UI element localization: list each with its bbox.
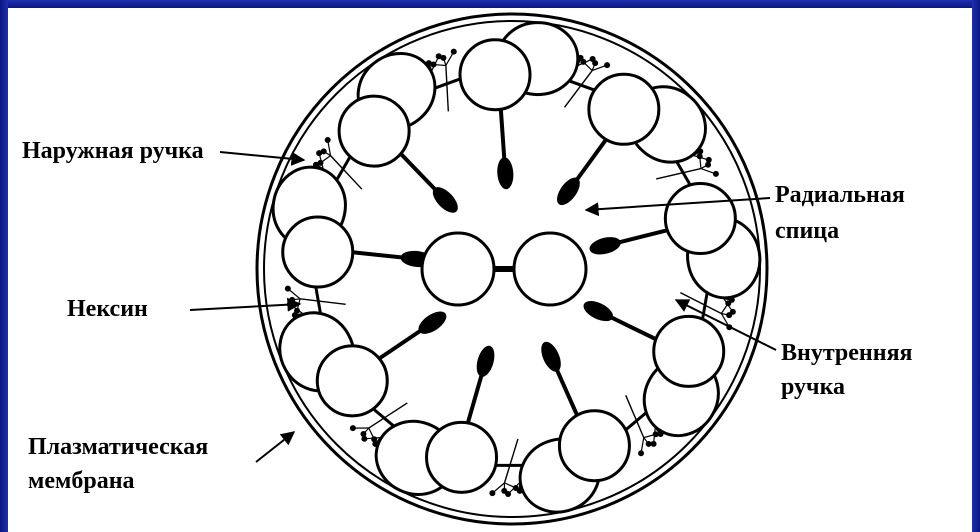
slide-frame-right [972,0,980,532]
label-radial-spoke-line1: Радиальная [775,180,905,210]
label-inner-arm-line1: Внутренняя [781,338,913,368]
central-microtubule-right [514,233,586,305]
dynein-arm-dot [638,450,644,456]
radial-spoke-head [588,234,623,257]
dynein-arm-dot [580,59,586,65]
doublet-a-tubule [654,316,724,386]
dynein-arm-dot [371,436,377,442]
dynein-arm-stalk [300,299,346,305]
radial-spoke-head [473,344,497,379]
label-nexin: Нексин [67,294,148,324]
dynein-arm-dot [436,53,442,59]
slide-panel: Наружная ручка Радиальная спица Нексин В… [8,8,972,532]
dynein-arm-stalk [446,65,448,111]
radial-spoke-head [537,339,565,375]
doublet-a-tubule [559,411,629,481]
label-membrane-line1: Плазматическая [28,432,208,462]
leader-membrane [256,432,294,462]
slide-frame-top [0,0,980,8]
dynein-arm-dot [325,137,331,143]
dynein-arm-dot [513,485,519,491]
dynein-arm-stalk [656,169,701,179]
dynein-arm-stalk [505,439,518,483]
doublet-a-tubule [339,96,409,166]
dynein-arm-dot [646,441,652,447]
doublet-a-tubule [317,346,387,416]
doublet-a-tubule [589,74,659,144]
doublet-a-tubule [427,422,497,492]
doublet-a-tubule [460,40,530,110]
dynein-arm-dot [350,425,356,431]
dynein-arm-dot [321,148,327,154]
slide-frame-left [0,0,8,532]
dynein-arm-dot [697,153,703,159]
label-membrane-line2: мембрана [28,466,135,496]
dynein-arm-dot [294,308,300,314]
dynein-arm-dot [604,62,610,68]
dynein-arm-dot [360,431,366,437]
dynein-arm-dot [725,300,731,306]
dynein-arm-dot [317,160,323,166]
dynein-arm-dot [451,49,457,55]
label-inner-arm-line2: ручка [781,372,845,402]
dynein-arm-dot [285,286,291,292]
radial-spoke-head [580,297,616,325]
dynein-arm-dot [705,162,711,168]
dynein-arm-dot [592,60,598,66]
dynein-arm-dot [289,297,295,303]
central-microtubule-left [422,233,494,305]
dynein-arm-dot [653,431,659,437]
leader-nexin [190,304,300,310]
dynein-arm-dot [501,488,507,494]
label-radial-spoke-line2: спица [775,216,839,246]
radial-spoke-head [496,157,514,190]
dynein-arm-dot [489,490,495,496]
dynein-arm-dot [726,312,732,318]
dynein-arm-dot [713,171,719,177]
radial-spoke-head [415,307,450,338]
doublet-a-tubule [665,184,735,254]
doublet-a-tubule [283,217,353,287]
label-outer-arm: Наружная ручка [22,136,204,166]
